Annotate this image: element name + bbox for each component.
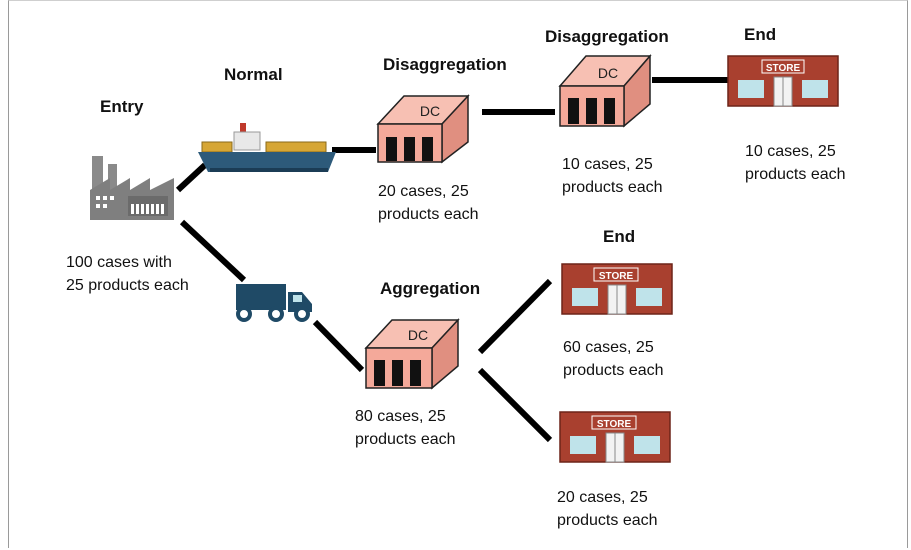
label-aggregation: Aggregation: [380, 279, 481, 298]
note-store-low: 20 cases, 25 products each: [557, 486, 658, 532]
store-sign-top: STORE: [766, 63, 801, 74]
note-entry: 100 cases with 25 products each: [66, 251, 189, 297]
note-store-mid-line-2: products each: [563, 362, 664, 379]
note-dc-bottom-line-2: products each: [355, 431, 456, 448]
note-dc-top-1: 20 cases, 25 products each: [378, 180, 479, 226]
dc-label-1: DC: [420, 103, 440, 119]
store-sign-mid: STORE: [599, 271, 634, 282]
image-frame: [8, 0, 908, 548]
label-normal: Normal: [224, 65, 283, 84]
dc-box-bottom: DC: [364, 318, 460, 390]
note-dc-top-2-line-1: 10 cases, 25: [562, 156, 653, 173]
note-store-low-line-2: products each: [557, 512, 658, 529]
note-entry-line-1: 100 cases with: [66, 254, 172, 271]
note-store-mid: 60 cases, 25 products each: [563, 336, 664, 382]
factory-icon: [90, 156, 174, 220]
dc-box-top-1: DC: [376, 94, 470, 164]
truck-icon: [236, 284, 312, 322]
label-disaggregation-1: Disaggregation: [383, 55, 507, 74]
connector-entry-ship: [175, 162, 208, 193]
connector-dc3-store-mid: [477, 278, 553, 355]
note-dc-bottom-line-1: 80 cases, 25: [355, 408, 446, 425]
note-dc-bottom: 80 cases, 25 products each: [355, 405, 456, 451]
cargo-ship-icon: [198, 123, 336, 172]
label-end-top: End: [744, 25, 777, 44]
connectors: [175, 77, 728, 443]
connector-dc3-store-low: [477, 367, 553, 443]
note-store-top-line-1: 10 cases, 25: [745, 143, 836, 160]
note-dc-top-1-line-2: products each: [378, 206, 479, 223]
label-disaggregation-2: Disaggregation: [545, 27, 669, 46]
note-store-low-line-1: 20 cases, 25: [557, 489, 648, 506]
label-entry: Entry: [100, 97, 144, 116]
note-entry-line-2: 25 products each: [66, 277, 189, 294]
store-sign-low: STORE: [597, 419, 632, 430]
note-store-top-line-2: products each: [745, 166, 846, 183]
note-dc-top-1-line-1: 20 cases, 25: [378, 183, 469, 200]
note-store-mid-line-1: 60 cases, 25: [563, 339, 654, 356]
note-dc-top-2-line-2: products each: [562, 179, 663, 196]
dc-label-3: DC: [408, 327, 428, 343]
dc-box-top-2: DC: [558, 53, 652, 128]
note-store-top: 10 cases, 25 products each: [745, 140, 846, 186]
store-icon-top: STORE: [727, 55, 839, 107]
connector-truck-dc3: [312, 319, 365, 373]
dc-label-2: DC: [598, 65, 618, 81]
connector-entry-truck: [179, 219, 247, 283]
store-icon-mid: STORE: [561, 263, 673, 315]
note-dc-top-2: 10 cases, 25 products each: [562, 153, 663, 199]
store-icon-low: STORE: [559, 411, 671, 463]
label-end-mid: End: [603, 227, 636, 246]
